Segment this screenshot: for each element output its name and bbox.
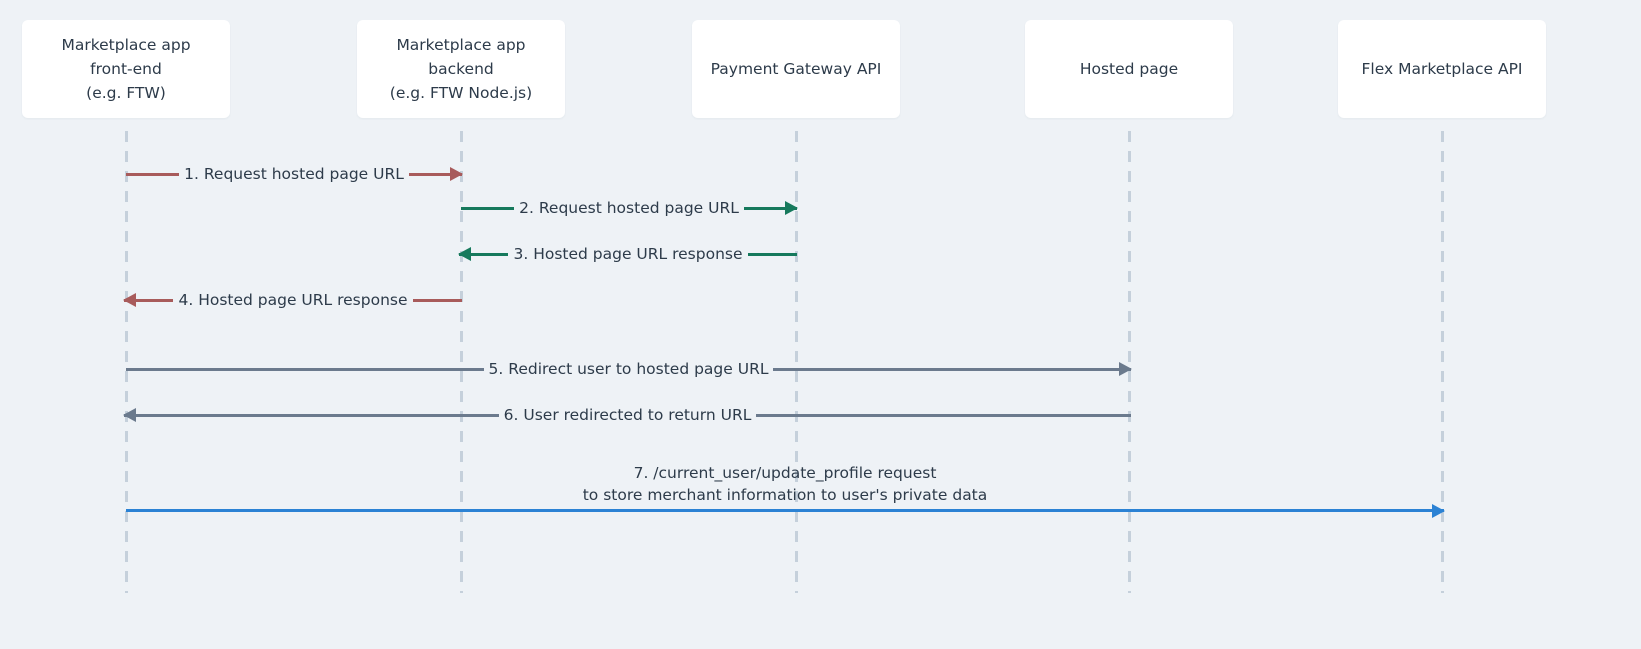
arrowhead-left-icon [123,408,136,422]
participant-frontend[interactable]: Marketplace app front-end (e.g. FTW) [22,20,230,118]
participant-backend[interactable]: Marketplace app backend (e.g. FTW Node.j… [357,20,565,118]
msg-1[interactable]: 1. Request hosted page URL [126,158,464,190]
participant-label: Marketplace app front-end (e.g. FTW) [61,35,191,102]
arrowhead-right-icon [1432,503,1445,518]
msg-7[interactable]: 7. /current_user/update_profile request … [126,464,1445,518]
participant-label: Hosted page [1079,59,1179,78]
participant-flexapi[interactable]: Flex Marketplace API [1338,20,1546,118]
message-label: 7. /current_user/update_profile request … [582,464,988,504]
msg-6[interactable]: 6. User redirected to return URL [123,399,1131,431]
message-label: 1. Request hosted page URL [184,165,404,183]
participant-label: Payment Gateway API [710,59,882,78]
message-label: 2. Request hosted page URL [519,199,739,217]
message-line [123,293,174,307]
participant-label: Flex Marketplace API [1361,59,1523,78]
arrowhead-right-icon [785,201,799,215]
lifeline-backend [460,131,463,593]
arrowhead-left-icon [123,293,136,307]
message-line [747,252,797,256]
message-label: 3. Hosted page URL response [513,245,743,263]
message-label: 6. User redirected to return URL [503,406,752,424]
message-line [412,298,462,302]
message-line [743,201,799,215]
message-line [773,362,1133,376]
msg-3[interactable]: 3. Hosted page URL response [458,238,797,270]
message-line [408,167,464,181]
message-line [126,172,180,176]
participant-hosted[interactable]: Hosted page [1025,20,1233,118]
message-line [126,503,1445,518]
participant-gateway[interactable]: Payment Gateway API [692,20,900,118]
msg-5[interactable]: 5. Redirect user to hosted page URL [126,353,1133,385]
arrowhead-left-icon [458,247,471,261]
arrowhead-right-icon [450,167,464,181]
msg-2[interactable]: 2. Request hosted page URL [461,192,799,224]
message-label: 4. Hosted page URL response [178,291,408,309]
message-line [756,413,1131,417]
msg-4[interactable]: 4. Hosted page URL response [123,284,462,316]
message-line [458,247,509,261]
message-line [123,408,499,422]
lifeline-gateway [795,131,798,593]
message-line [126,367,484,371]
message-line [461,206,515,210]
lifeline-flexapi [1441,131,1444,593]
participant-label: Marketplace app backend (e.g. FTW Node.j… [389,35,533,102]
lifeline-frontend [125,131,128,593]
arrowhead-right-icon [1119,362,1133,376]
message-label: 5. Redirect user to hosted page URL [488,360,769,378]
